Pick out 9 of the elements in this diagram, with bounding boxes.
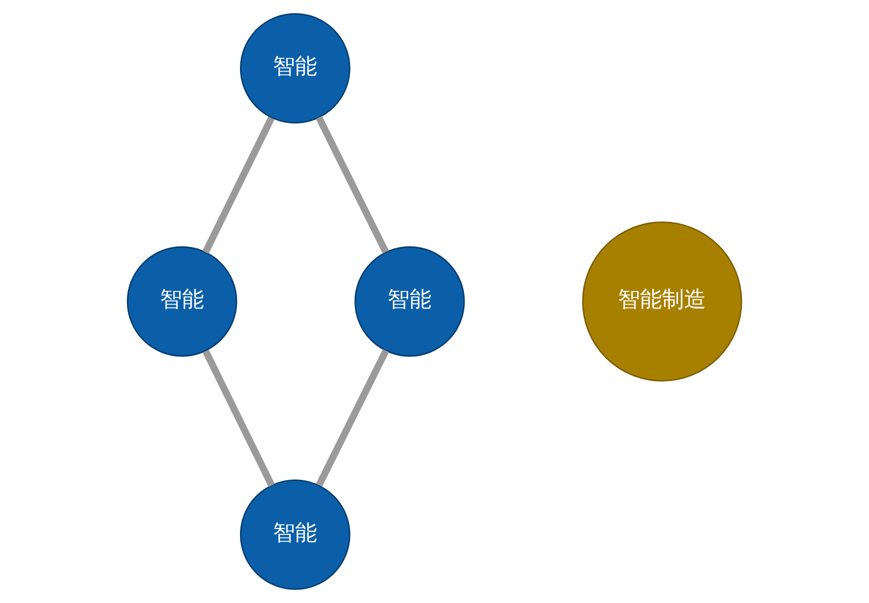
connector — [316, 349, 390, 487]
connector — [202, 116, 275, 254]
node-circle: 智能 — [240, 479, 350, 590]
connector — [316, 116, 389, 254]
node-circle: 智能 — [240, 13, 350, 124]
node-circle: 智能制造 — [582, 221, 742, 382]
node-circle: 智能 — [354, 246, 465, 357]
connector — [202, 350, 275, 487]
node-circle: 智能 — [126, 246, 238, 357]
